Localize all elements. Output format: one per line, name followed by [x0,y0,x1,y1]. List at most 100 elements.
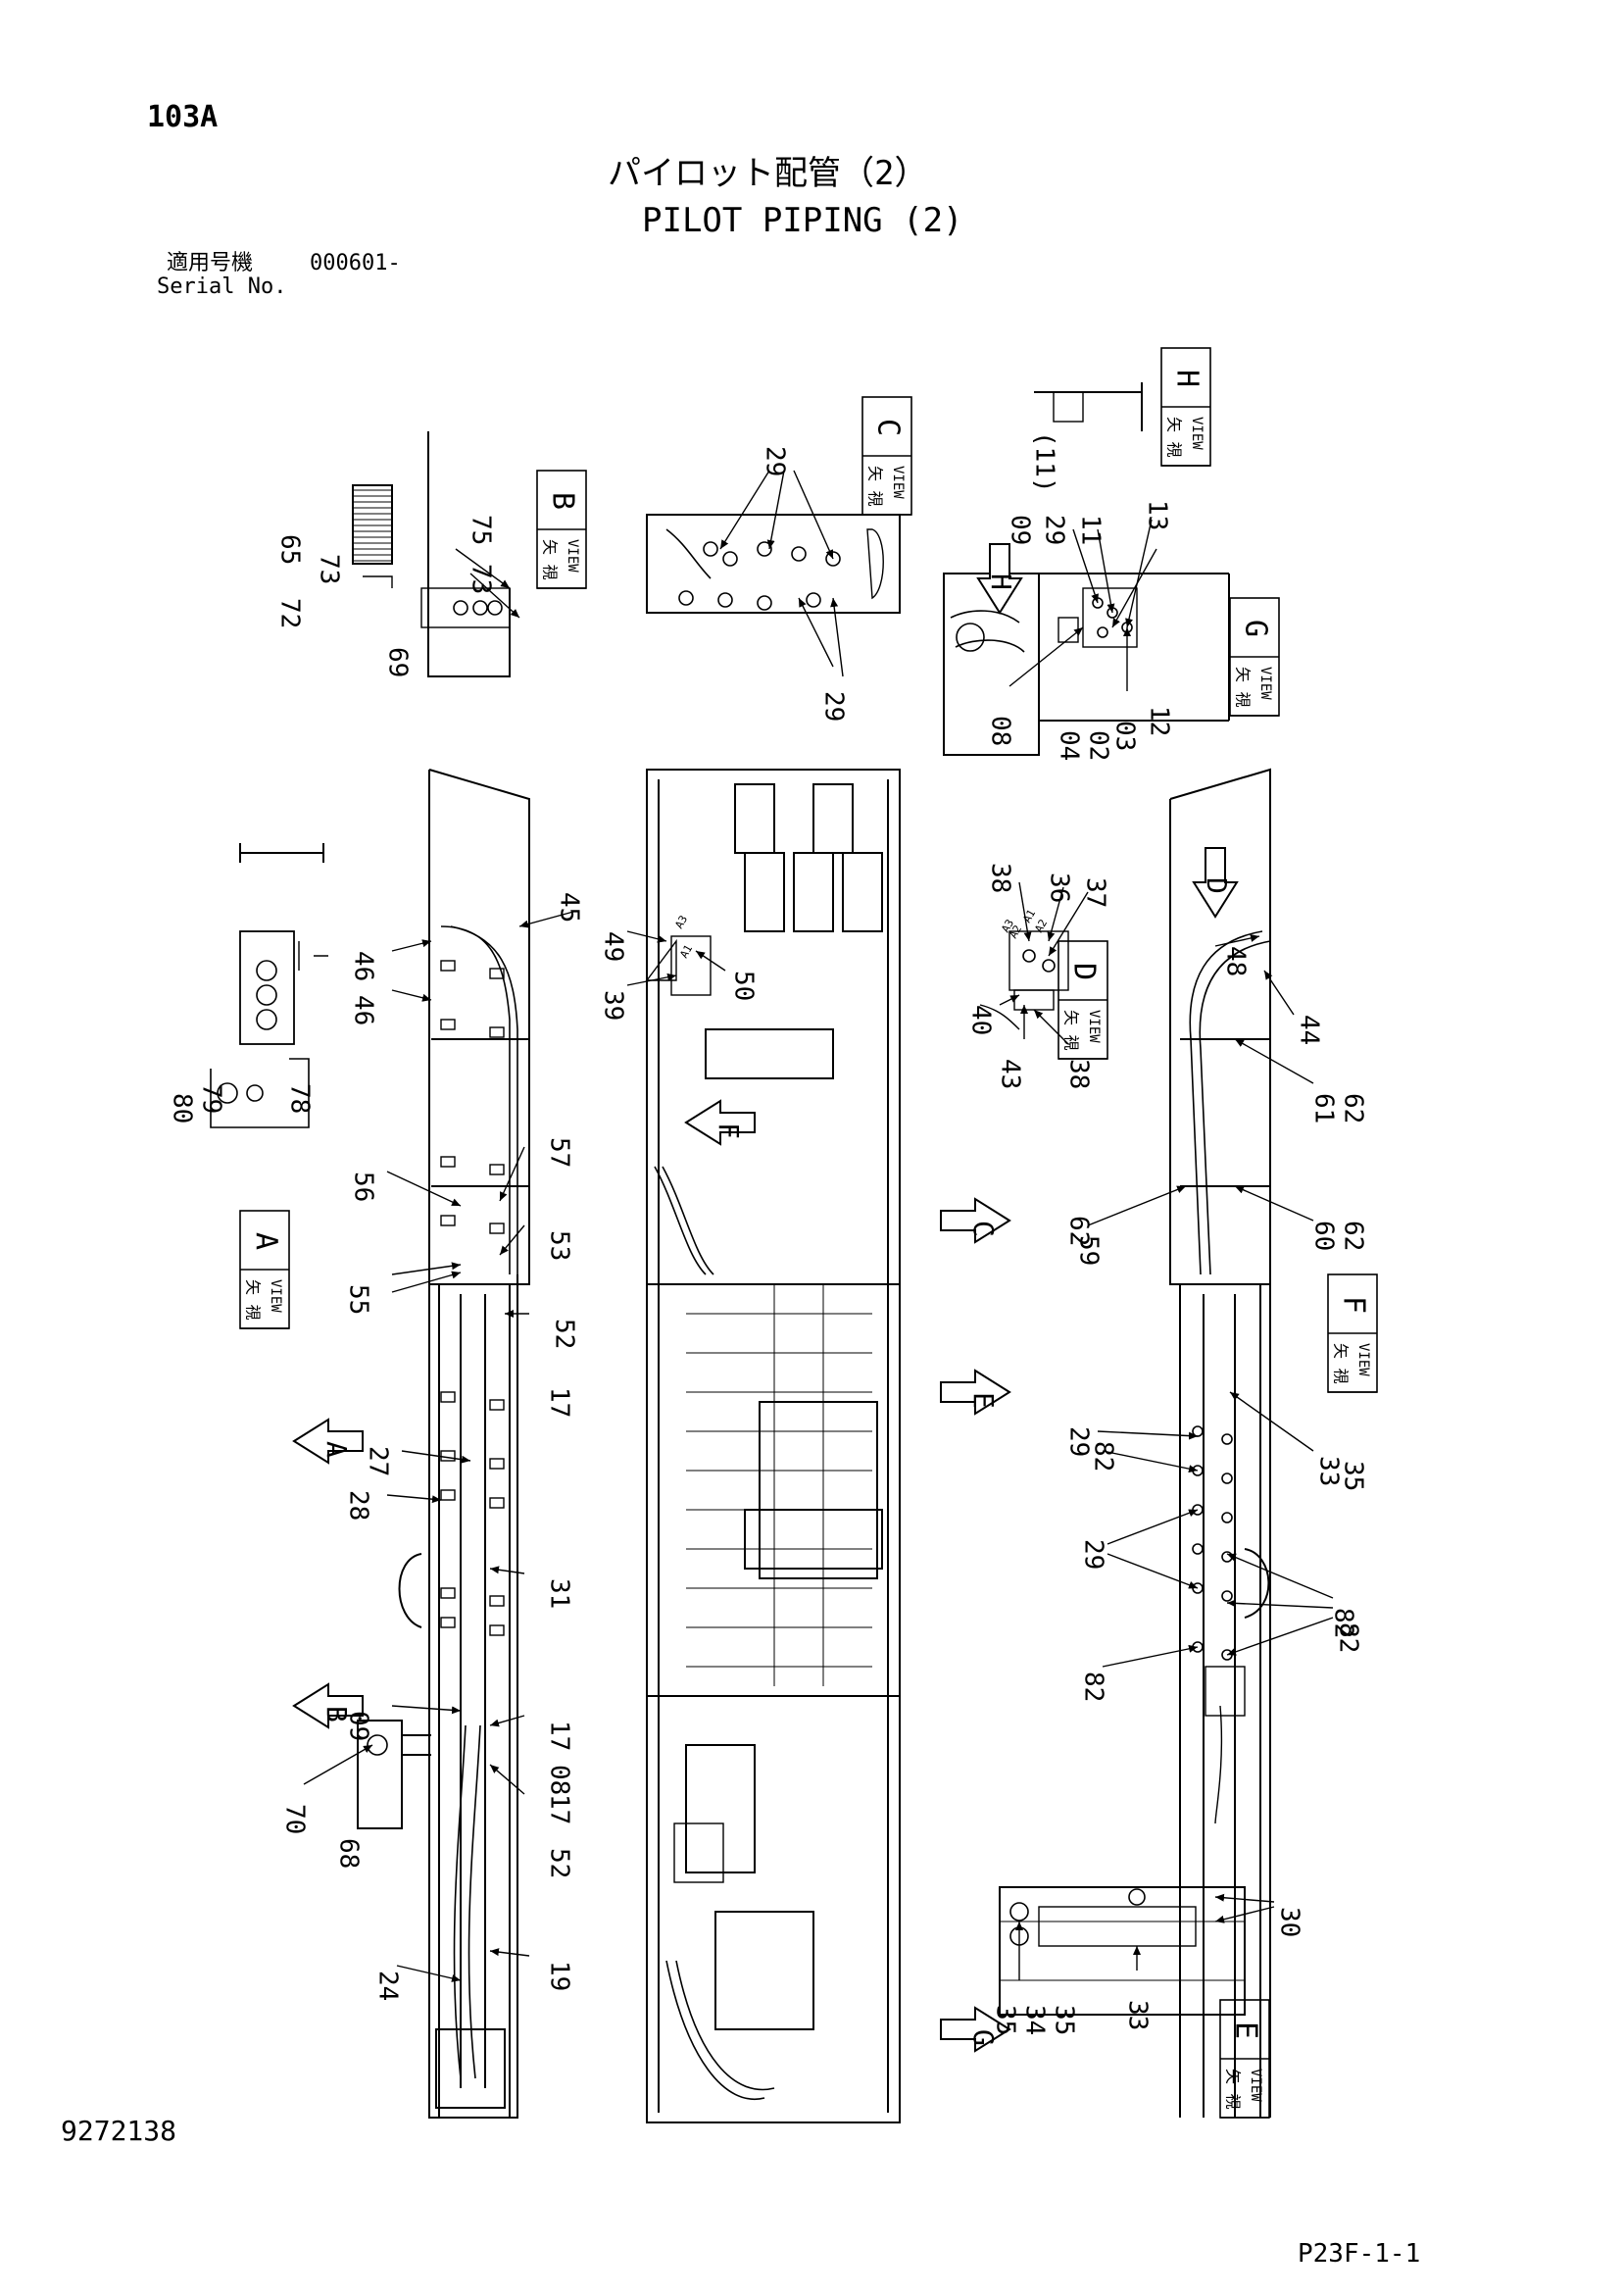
view-b-callout: 65 [275,534,305,565]
leader-line [798,597,834,668]
view-g-callout: 11 [1076,515,1106,545]
view-g-callout: 04 [1055,730,1084,761]
view-c-callout: 29 [761,446,790,476]
leader-line [1048,891,1089,957]
view-g-callout: (11) [1030,431,1059,493]
view-arrow-f-letter: F [713,1123,745,1139]
view-e-label-jp: 矢 視 [1224,2069,1243,2110]
leader-line [1125,519,1153,628]
left-frame-callout: 68 [334,1838,364,1869]
view-e-callout: 35 [991,2005,1020,2035]
leader-line [1111,548,1157,628]
view-arrow-h [976,543,1023,615]
right-frame-callout: 62 [1339,1093,1368,1123]
view-b-callout: 69 [383,647,413,677]
leader-line [391,1262,462,1275]
left-frame-callout: 70 [280,1804,310,1834]
right-frame-callout: 82 [1334,1622,1363,1653]
port-label: A1 [1020,908,1038,925]
view-f-label-jp: 矢 視 [1332,1343,1351,1384]
view-d-label-en: VIEW [1086,1010,1102,1043]
view-d-callout: 43 [996,1059,1025,1089]
view-e-callout: 34 [1020,2005,1050,2035]
left-frame-callout: 19 [545,1961,574,1991]
leader-line [695,950,726,972]
leader-line [391,1271,462,1293]
port-label: A1 [677,943,695,961]
left-frame-callout: 28 [344,1490,373,1521]
left-frame-callout: 17 [545,1721,574,1751]
port-label: A2 [1032,918,1050,935]
leader-line [1008,626,1084,687]
center-frame-callout: 49 [599,931,628,962]
view-arrow-e-letter: E [967,1392,1000,1409]
leader-line [1226,1617,1334,1656]
left-frame-callout: 46 [349,995,378,1025]
leader-line [391,939,432,952]
serial-label-japanese: 適用号機 [167,251,254,275]
leader-line [1214,1906,1275,1923]
leader-line [1018,881,1032,942]
right-frame-callout: 48 [1221,946,1251,976]
right-frame-callout: 60 [1309,1221,1339,1251]
view-arrow-c [940,1197,1011,1244]
leader-line [1033,1009,1069,1045]
leader-line [386,1494,442,1504]
view-arrow-f [684,1099,756,1146]
leader-line [1102,1644,1199,1668]
leader-line [455,548,511,589]
left-frame-callout: 17 [545,1794,574,1824]
view-d-callout: 37 [1081,877,1110,908]
left-frame-callout: 46 [349,951,378,981]
leader-line [1226,1553,1334,1599]
view-b-label-en: VIEW [565,539,580,573]
leader-line [1234,1038,1314,1084]
view-d-label-jp: 矢 視 [1062,1010,1081,1051]
leader-line [1097,1430,1199,1440]
view-arrow-g-letter: G [967,2029,1000,2046]
leader-line [1263,970,1295,1016]
view-a-callout: 78 [285,1083,315,1114]
leader-line [830,597,844,677]
title-japanese: パイロット配管（2） [608,154,928,193]
sheet-number: P23F-1-1 [1298,2239,1421,2269]
leader-line [489,1948,530,1957]
leader-line [1226,1599,1334,1609]
view-arrow-g [940,2006,1011,2053]
leader-line [793,470,834,560]
leader-line [1234,1185,1314,1222]
right-frame-callout: 59 [1074,1235,1104,1266]
serial-value: 000601- [310,251,401,275]
leader-line [518,911,574,928]
view-c-callout: 29 [819,691,849,722]
serial-label-english: Serial No. [157,275,287,299]
view-d-callout: 40 [966,1005,996,1035]
view-arrow-b [292,1682,364,1729]
left-frame-callout: 53 [545,1230,574,1261]
left-frame-callout: 45 [555,892,584,923]
center-frame-callout: 50 [729,971,759,1001]
right-frame-callout: 33 [1314,1456,1344,1486]
right-frame-callout: 82 [1089,1441,1118,1472]
port-label: A2 [1007,923,1024,941]
leader-line [719,470,770,550]
view-b-callout: 73 [467,564,496,594]
right-frame-callout: 35 [1339,1461,1368,1491]
left-frame-callout: 24 [373,1971,403,2001]
view-c-label-jp: 矢 視 [866,466,885,507]
right-frame-callout: 82 [1329,1608,1358,1638]
view-b-callout: 73 [315,554,344,584]
view-arrow-a-letter: A [320,1441,353,1458]
view-arrow-d-letter: D [1201,877,1233,894]
title-english: PILOT PIPING (2) [642,201,963,240]
leader-line [1097,528,1115,614]
view-b-callout: 72 [275,598,305,628]
view-arrow-c-letter: C [967,1221,1000,1237]
leader-line [626,930,667,943]
view-a-callout: 79 [197,1083,226,1114]
port-label: A3 [999,918,1016,935]
view-h-label-jp: 矢 視 [1165,417,1184,458]
left-frame-callout: 09 [344,1711,373,1741]
view-e-callout: 30 [1275,1907,1304,1937]
left-frame-callout: 27 [364,1446,393,1476]
